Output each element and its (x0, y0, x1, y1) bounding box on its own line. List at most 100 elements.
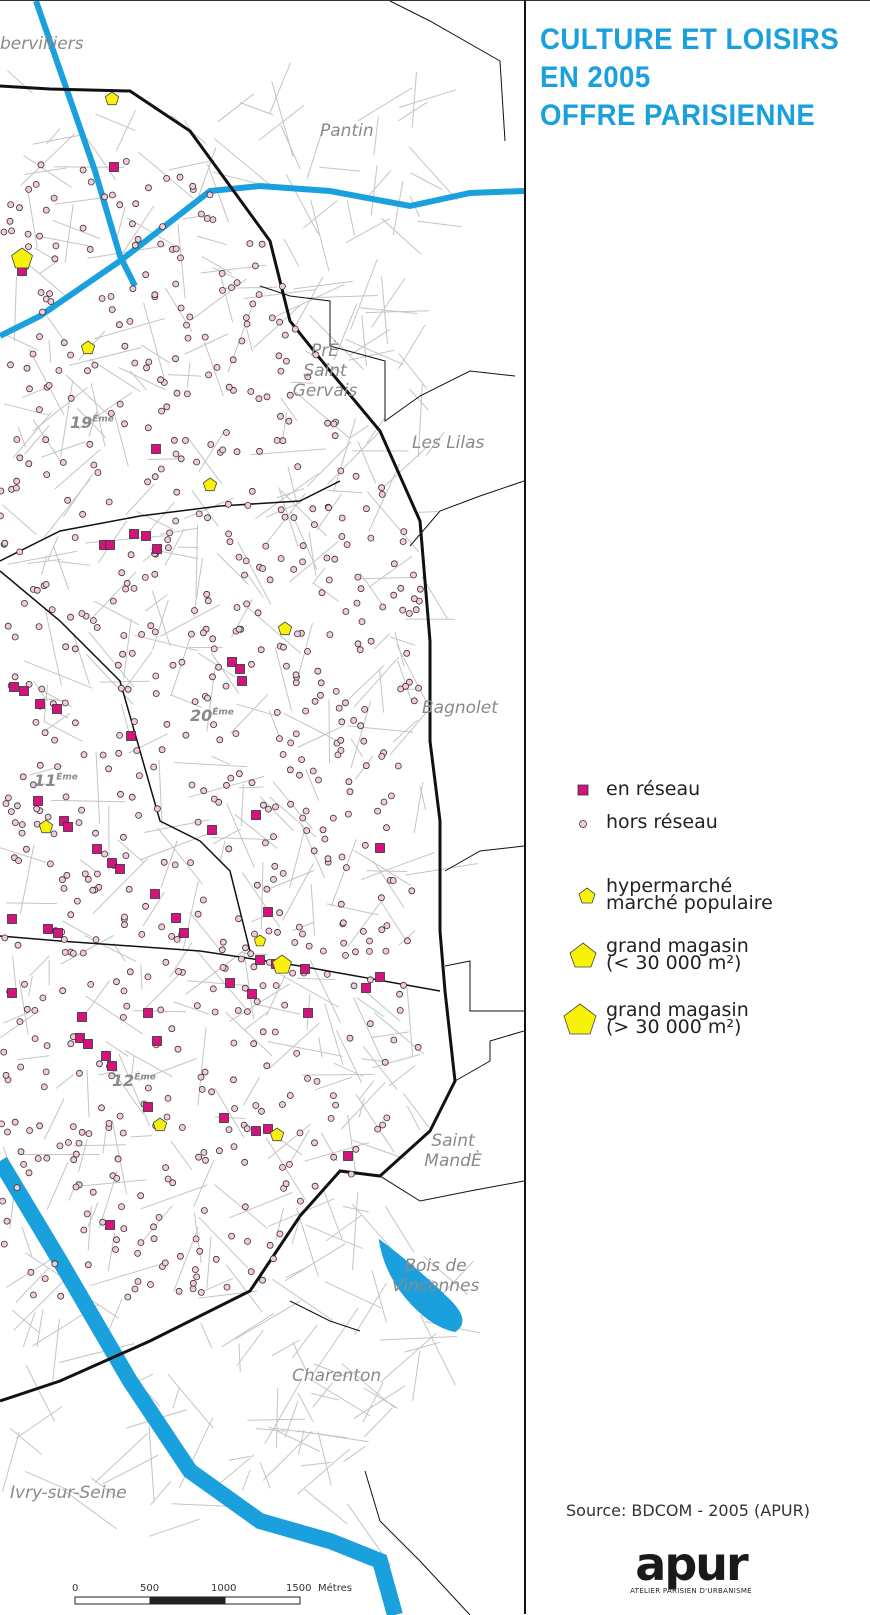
hors-reseau-point (363, 506, 369, 512)
hors-reseau-point (130, 286, 136, 292)
hors-reseau-point (202, 1069, 208, 1075)
hors-reseau-point (269, 315, 275, 321)
street (344, 1446, 366, 1461)
hors-reseau-point (254, 882, 260, 888)
hors-reseau-point (210, 636, 216, 642)
hors-reseau-point (267, 577, 273, 583)
hors-reseau-point (283, 1181, 289, 1187)
street (199, 1217, 249, 1268)
hors-reseau-point (28, 1269, 34, 1275)
hors-reseau-point (347, 789, 353, 795)
hors-reseau-point (2, 935, 8, 941)
street (353, 1192, 358, 1270)
street (393, 181, 403, 235)
hors-reseau-point (311, 848, 317, 854)
street (272, 1279, 333, 1320)
street (329, 699, 330, 763)
street (351, 701, 371, 768)
hors-reseau-point (196, 1154, 202, 1160)
street (355, 1283, 387, 1335)
hors-reseau-point (79, 1129, 85, 1135)
hors-reseau-point (305, 648, 311, 654)
en-reseau-point (106, 1221, 115, 1230)
street (326, 1215, 361, 1241)
hors-reseau-point (300, 815, 306, 821)
hors-reseau-point (243, 945, 249, 951)
en-reseau-point (238, 677, 247, 686)
hors-reseau-point (293, 731, 299, 737)
map-title-line3: OFFRE PARISIENNE (540, 99, 815, 133)
street (42, 442, 85, 457)
hors-reseau-point (144, 365, 150, 371)
street (244, 290, 315, 299)
hors-reseau-point (79, 611, 85, 617)
hors-reseau-point (413, 607, 419, 613)
street (371, 165, 377, 215)
street (397, 645, 428, 704)
hors-reseau-point (135, 1279, 141, 1285)
hors-reseau-point (293, 680, 299, 686)
street (315, 1077, 352, 1090)
street (354, 657, 399, 707)
legend-grand-magasin-small: grand magasin (< 30 000 m²) (566, 938, 749, 972)
street (334, 419, 356, 493)
street (47, 129, 60, 144)
street (399, 353, 427, 389)
hors-reseau-point (367, 938, 373, 944)
hors-reseau-point (282, 1002, 288, 1008)
street (292, 922, 314, 931)
hors-reseau-point (1, 1049, 7, 1055)
hors-reseau-point (225, 501, 231, 507)
hors-reseau-point (160, 224, 166, 230)
hors-reseau-point (121, 633, 127, 639)
hors-reseau-point (245, 1238, 251, 1244)
hors-reseau-point (175, 1046, 181, 1052)
hors-reseau-point (0, 488, 4, 494)
hors-reseau-point (136, 812, 142, 818)
en-reseau-point (102, 1052, 111, 1061)
hors-reseau-point (42, 730, 48, 736)
street (364, 1388, 398, 1408)
hors-reseau-point (360, 928, 366, 934)
hors-reseau-point (73, 1184, 79, 1190)
hors-reseau-point (338, 747, 344, 753)
hors-reseau-point (265, 806, 271, 812)
commune-line-6 (455, 1031, 524, 1081)
hors-reseau-point (26, 186, 32, 192)
hors-reseau-point (92, 362, 98, 368)
hors-reseau-point (264, 1063, 270, 1069)
hors-reseau-point (76, 1070, 82, 1076)
hors-reseau-point (129, 650, 135, 656)
street (85, 536, 164, 543)
hors-reseau-point (55, 764, 61, 770)
hors-reseau-point (5, 795, 11, 801)
street (159, 760, 162, 825)
hors-reseau-point (229, 1233, 235, 1239)
map-area[interactable]: bervilliers Pantin PrÈ Saint Gervais Les… (0, 0, 524, 1615)
hors-reseau-point (296, 924, 302, 930)
street (153, 600, 169, 650)
magasin-point (203, 478, 216, 491)
hors-reseau-point (49, 607, 55, 613)
street (269, 63, 290, 114)
hors-reseau-point (362, 842, 368, 848)
hors-reseau-point (165, 545, 171, 551)
hors-reseau-point (401, 982, 407, 988)
hors-reseau-point (80, 167, 86, 173)
hors-reseau-point (176, 1288, 182, 1294)
en-reseau-point (252, 811, 261, 820)
en-reseau-point (220, 1114, 229, 1123)
hors-reseau-point (235, 1008, 241, 1014)
hors-reseau-point (391, 561, 397, 567)
hors-reseau-point (20, 774, 26, 780)
hors-reseau-point (303, 708, 309, 714)
hors-reseau-point (14, 437, 20, 443)
hors-reseau-point (93, 830, 99, 836)
hors-reseau-point (361, 738, 367, 744)
hors-reseau-point (120, 1014, 126, 1020)
street (318, 1431, 332, 1486)
hors-reseau-point (338, 468, 344, 474)
hors-reseau-point (190, 183, 196, 189)
hors-reseau-point (279, 1102, 285, 1108)
hors-reseau-point (80, 511, 86, 517)
